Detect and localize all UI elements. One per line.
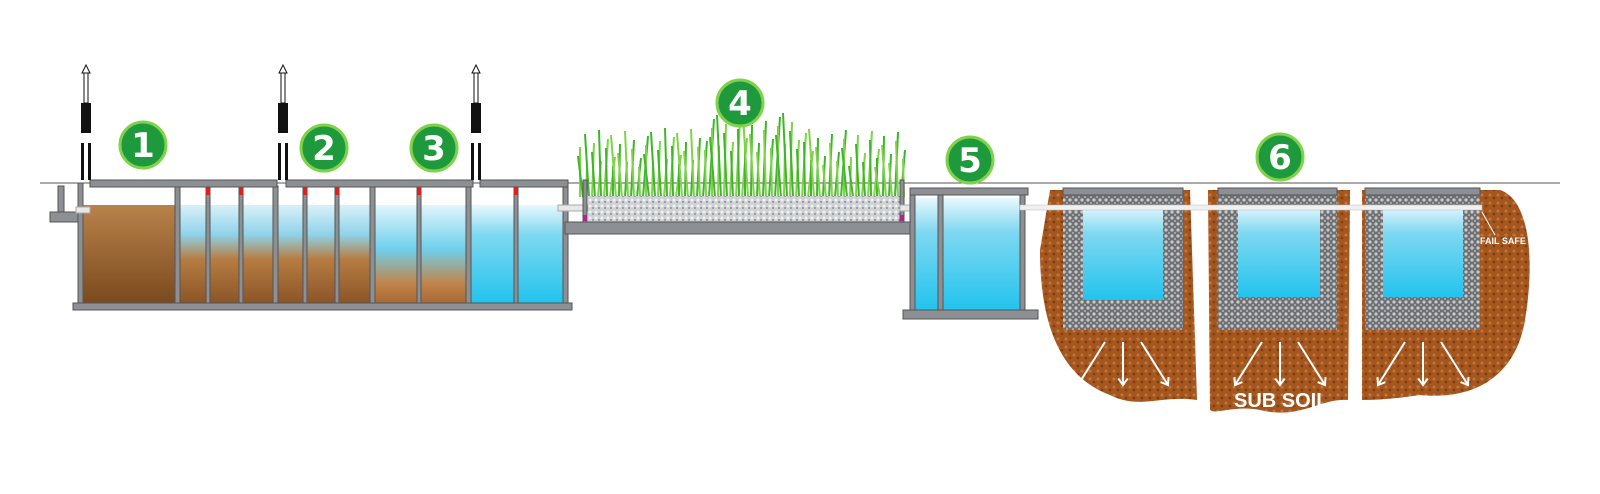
stage-badge-6: 6	[1255, 132, 1305, 182]
drain-arrow-icon	[1297, 341, 1327, 387]
svg-text:2: 2	[312, 129, 336, 169]
sludge-chamber	[82, 205, 177, 303]
collection-tank	[902, 187, 1039, 320]
soak-chamber	[1083, 205, 1163, 300]
fail-safe-pipe-label: FAIL SAFE PIPE	[1480, 236, 1549, 246]
drain-arrow-icon	[1417, 342, 1429, 387]
soakaway-field: FAIL SAFE PIPE SUB SOIL	[1019, 187, 1549, 413]
drain-arrow-icon	[1376, 341, 1406, 387]
vent-pipes	[81, 63, 481, 180]
svg-text:6: 6	[1268, 138, 1292, 178]
vent-pipe-icon	[471, 63, 481, 180]
drain-arrow-icon	[1440, 341, 1470, 387]
drain-arrow-icon	[1117, 342, 1129, 387]
drain-arrow-icon	[1076, 341, 1106, 387]
reed-bed	[557, 112, 925, 235]
septic-tank	[49, 179, 573, 311]
stage-badge-5: 5	[945, 135, 995, 185]
grass-icon	[577, 112, 906, 198]
stage-badge-3: 3	[409, 123, 459, 173]
vent-pipe-icon	[278, 63, 288, 180]
distribution-pipe	[1019, 204, 1483, 211]
svg-text:1: 1	[131, 126, 155, 166]
stage-badge-4: 4	[715, 78, 765, 128]
drain-arrow-icon	[1274, 342, 1286, 387]
vent-pipe-icon	[81, 63, 91, 180]
soak-chamber	[1383, 205, 1463, 297]
stage-badge-1: 1	[118, 120, 168, 170]
drain-arrow-icon	[1140, 341, 1170, 387]
sub-soil-label: SUB SOIL	[1234, 390, 1328, 412]
stage-badge-2: 2	[299, 123, 349, 173]
svg-text:4: 4	[728, 84, 752, 124]
drain-arrow-icon	[1233, 341, 1263, 387]
svg-text:5: 5	[958, 141, 982, 181]
soak-chamber	[1238, 205, 1320, 297]
svg-text:3: 3	[422, 129, 446, 169]
